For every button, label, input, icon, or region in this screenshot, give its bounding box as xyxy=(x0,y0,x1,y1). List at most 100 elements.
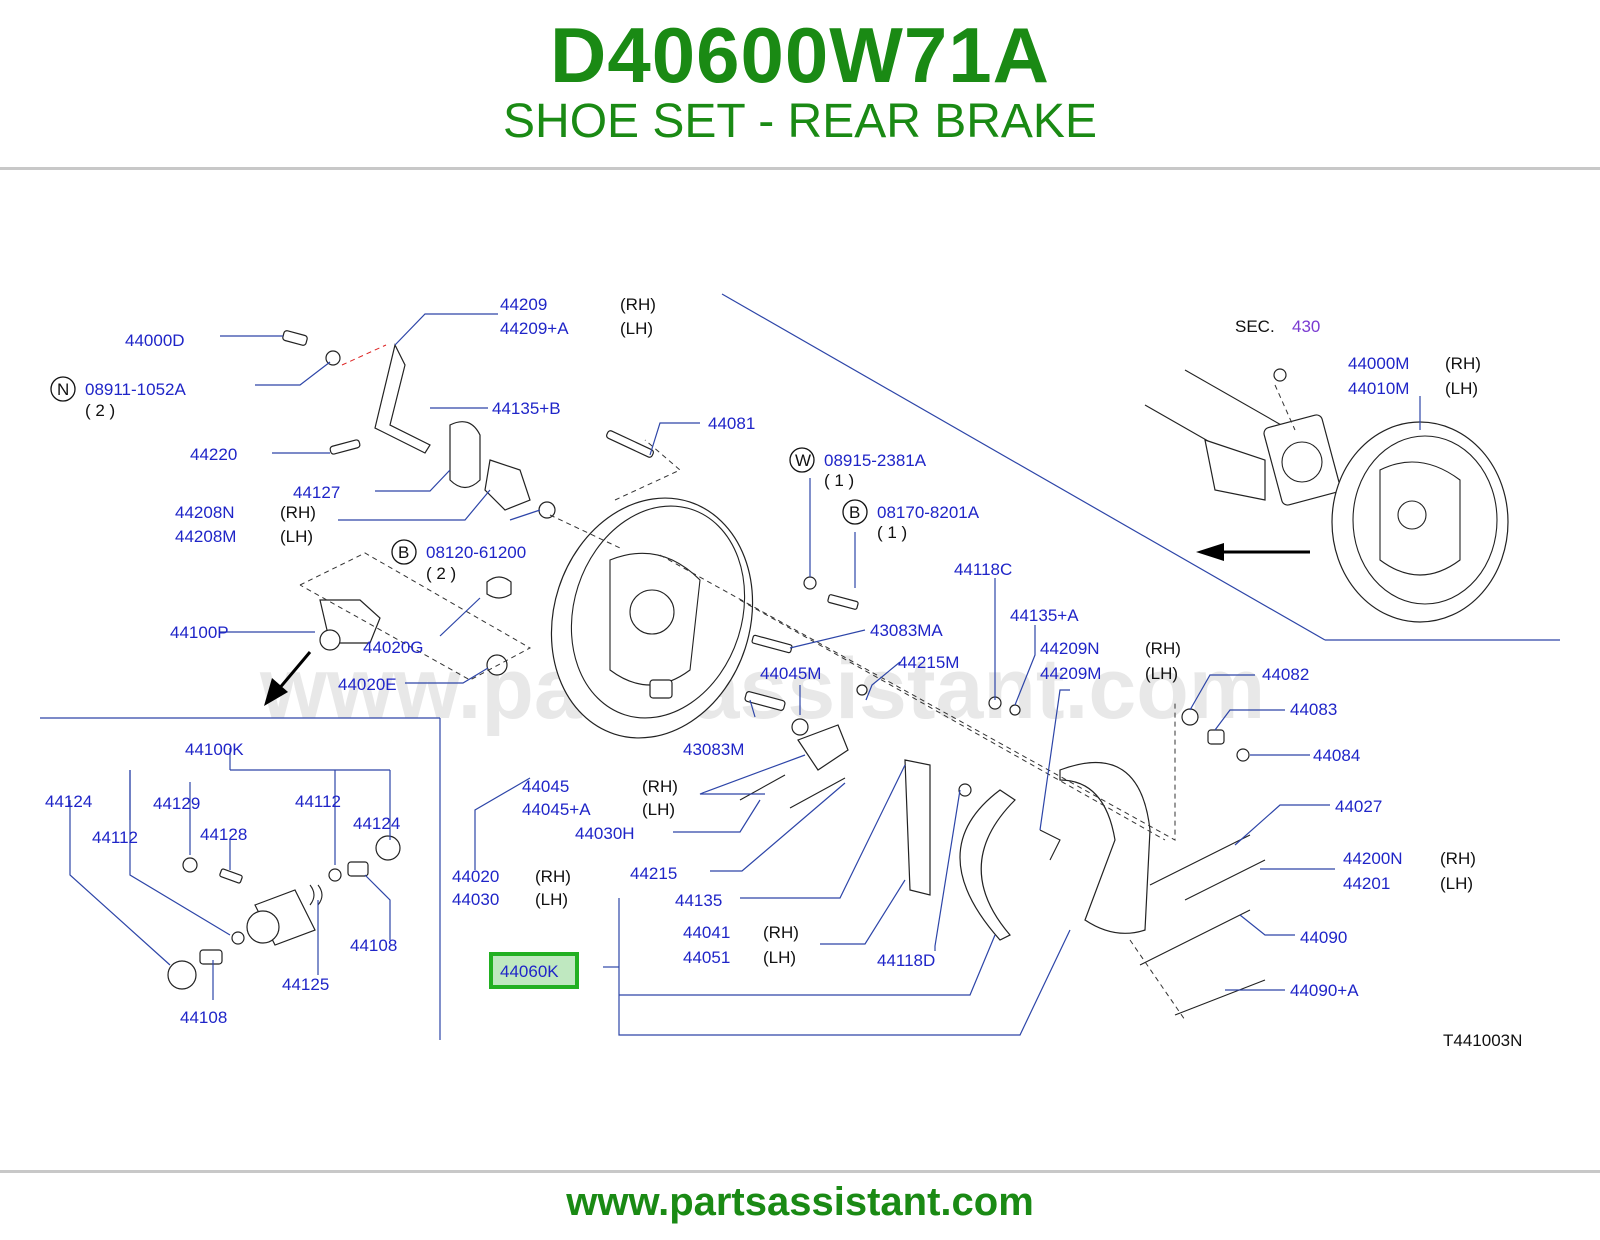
part-label[interactable]: 08915-2381A xyxy=(824,451,927,470)
part-label[interactable]: 43083MA xyxy=(870,621,943,640)
footer-url[interactable]: www.partsassistant.com xyxy=(566,1180,1034,1224)
svg-text:N: N xyxy=(57,380,69,399)
note-w-icon xyxy=(789,447,815,473)
part-label[interactable]: 44010M xyxy=(1348,379,1409,398)
svg-text:( 1 ): ( 1 ) xyxy=(877,523,907,542)
part-label[interactable]: 08120-61200 xyxy=(426,543,526,562)
part-label[interactable]: 08170-8201A xyxy=(877,503,980,522)
part-label[interactable]: 44118C xyxy=(954,560,1012,579)
part-label[interactable]: 44081 xyxy=(708,414,755,433)
part-label[interactable]: 44051 xyxy=(683,948,730,967)
part-label[interactable]: 44209+A xyxy=(500,319,569,338)
part-label[interactable]: 44020E xyxy=(338,675,397,694)
part-label[interactable]: 44124 xyxy=(353,814,400,833)
part-label[interactable]: 44209N xyxy=(1040,639,1100,658)
svg-text:(LH): (LH) xyxy=(1440,874,1473,893)
part-label[interactable]: 44128 xyxy=(200,825,247,844)
assembly-dashed-lines xyxy=(299,439,1186,1021)
svg-text:(LH): (LH) xyxy=(1145,664,1178,683)
svg-text:(LH): (LH) xyxy=(535,890,568,909)
svg-text:( 2 ): ( 2 ) xyxy=(85,401,115,420)
part-label[interactable]: 44112 xyxy=(92,828,138,847)
part-label[interactable]: 44208M xyxy=(175,527,236,546)
part-label[interactable]: 44045M xyxy=(760,664,821,683)
svg-text:(RH): (RH) xyxy=(642,777,678,796)
part-label[interactable]: 44135+B xyxy=(492,399,561,418)
part-label[interactable]: 44000D xyxy=(125,331,185,350)
svg-text:(RH): (RH) xyxy=(1440,849,1476,868)
wheel-cylinder-illustration xyxy=(167,835,401,990)
part-label[interactable]: 44090+A xyxy=(1290,981,1359,1000)
part-label[interactable]: 44127 xyxy=(293,483,340,502)
svg-text:( 2 ): ( 2 ) xyxy=(426,564,456,583)
part-label[interactable]: 44135+A xyxy=(1010,606,1079,625)
arrow-head-icon xyxy=(1196,543,1224,561)
axle-assembly-illustration xyxy=(1144,368,1509,623)
part-label[interactable]: 44125 xyxy=(282,975,329,994)
part-label[interactable]: 44041 xyxy=(683,923,730,942)
part-label[interactable]: 44090 xyxy=(1300,928,1347,947)
part-label[interactable]: 44208N xyxy=(175,503,235,522)
part-label[interactable]: 44220 xyxy=(190,445,237,464)
part-label[interactable]: 44000M xyxy=(1348,354,1409,373)
highlight-box xyxy=(489,952,579,989)
part-label[interactable]: 44124 xyxy=(45,792,92,811)
part-label[interactable]: 44100P xyxy=(170,623,229,642)
part-label[interactable]: 44020G xyxy=(363,638,424,657)
top-divider xyxy=(0,167,1600,170)
part-label[interactable]: 44045+A xyxy=(522,800,591,819)
part-label[interactable]: 44215M xyxy=(898,653,959,672)
svg-text:B: B xyxy=(398,543,409,562)
part-label[interactable]: 43083M xyxy=(683,740,744,759)
page-subtitle: SHOE SET - REAR BRAKE xyxy=(503,95,1097,148)
svg-text:(RH): (RH) xyxy=(763,923,799,942)
highlighted-part-label[interactable]: 44060K xyxy=(500,962,559,981)
svg-text:(LH): (LH) xyxy=(280,527,313,546)
section-link[interactable]: 430 xyxy=(1292,317,1320,336)
part-label[interactable]: 44082 xyxy=(1262,665,1309,684)
header: D40600W71A SHOE SET - REAR BRAKE xyxy=(0,0,1600,168)
arrow-head-icon-2 xyxy=(264,678,288,706)
frame-lines xyxy=(40,293,1560,1040)
svg-text:(LH): (LH) xyxy=(620,319,653,338)
svg-text:(LH): (LH) xyxy=(763,948,796,967)
leader-lines xyxy=(69,313,1421,1036)
arrow-icon-2 xyxy=(276,651,312,691)
backing-plate-illustration xyxy=(550,497,754,739)
part-label[interactable]: 44201 xyxy=(1343,874,1390,893)
svg-text:( 1 ): ( 1 ) xyxy=(824,471,854,490)
part-label[interactable]: 44135 xyxy=(675,891,722,910)
svg-text:(RH): (RH) xyxy=(1145,639,1181,658)
part-label[interactable]: 44030 xyxy=(452,890,499,909)
diagram-reference-code: T441003N xyxy=(1443,1031,1522,1050)
part-label[interactable]: 44045 xyxy=(522,777,569,796)
part-label[interactable]: 44129 xyxy=(153,794,200,813)
part-label[interactable]: 44020 xyxy=(452,867,499,886)
svg-text:(RH): (RH) xyxy=(280,503,316,522)
svg-text:W: W xyxy=(795,451,811,470)
svg-text:(RH): (RH) xyxy=(535,867,571,886)
part-label[interactable]: 44215 xyxy=(630,864,677,883)
part-label[interactable]: 44108 xyxy=(350,936,397,955)
svg-text:(RH): (RH) xyxy=(1445,354,1481,373)
svg-text:B: B xyxy=(849,503,860,522)
part-label[interactable]: 08911-1052A xyxy=(85,380,186,399)
part-label[interactable]: 44209M xyxy=(1040,664,1101,683)
svg-text:(LH): (LH) xyxy=(642,800,675,819)
lever-parts-illustration xyxy=(282,330,1266,1016)
bottom-divider xyxy=(0,1170,1600,1173)
part-label[interactable]: 44200N xyxy=(1343,849,1403,868)
part-label[interactable]: 44084 xyxy=(1313,746,1360,765)
part-label[interactable]: 44100K xyxy=(185,740,244,759)
part-label[interactable]: 44209 xyxy=(500,295,547,314)
svg-text:(LH): (LH) xyxy=(1445,379,1478,398)
part-label[interactable]: 44112 xyxy=(295,792,341,811)
part-label[interactable]: 44108 xyxy=(180,1008,227,1027)
svg-text:(RH): (RH) xyxy=(620,295,656,314)
part-label[interactable]: 44030H xyxy=(575,824,635,843)
part-label[interactable]: 44083 xyxy=(1290,700,1337,719)
part-label[interactable]: 44027 xyxy=(1335,797,1382,816)
watermark: www.partsassistant.com xyxy=(259,641,1265,737)
part-label[interactable]: 44118D xyxy=(877,951,935,970)
svg-text:SEC.: SEC. xyxy=(1235,317,1275,336)
